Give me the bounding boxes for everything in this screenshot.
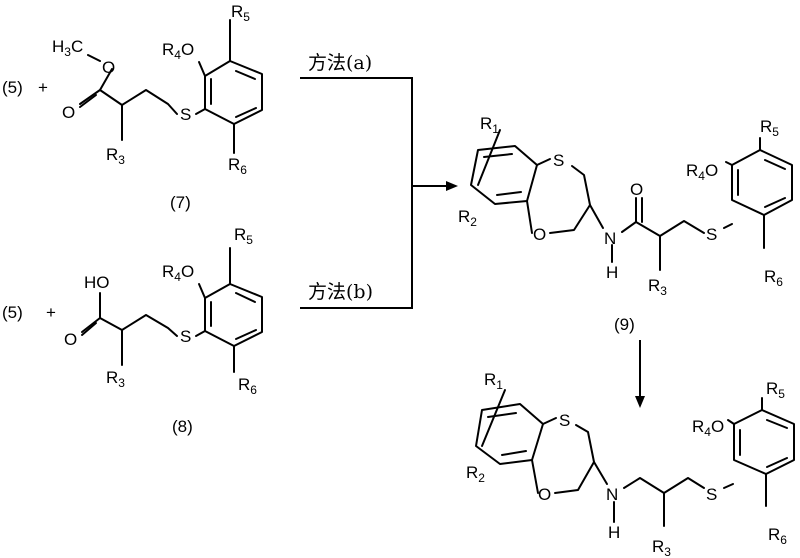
compound-7-reaction: (5) + H3C O O S R3 R5 R4O R6 (7)	[2, 2, 263, 212]
carbonyl-double-bond	[79, 94, 97, 108]
compound-8-id: (8)	[172, 417, 193, 436]
r3-label-8: R3	[106, 368, 125, 390]
substituent-line-product	[481, 389, 506, 447]
amide-hydrogen-9: H	[606, 263, 618, 282]
reactant-5-label-top: (5)	[2, 78, 23, 97]
down-arrow	[635, 340, 645, 408]
acid-carbonyl-double-bond	[81, 322, 97, 336]
methyl-label: H3C	[52, 37, 83, 59]
plus-sign-top: +	[38, 78, 48, 97]
benzo-double-bonds-product	[487, 412, 527, 456]
compound-8-reaction: (5) + HO O S R3 R5 R4O R6 (8)	[2, 225, 263, 436]
carbonyl-oxygen: O	[62, 103, 75, 122]
amine-hydrogen-product: H	[608, 523, 620, 542]
benzene-double-bonds	[210, 70, 257, 118]
benzene-double-bonds-product	[739, 419, 788, 468]
r4o-label: R4O	[162, 40, 194, 62]
ring-oxygen-product: O	[538, 485, 551, 504]
thioether-sulfur-8: S	[180, 327, 191, 346]
thioether-sulfur-9: S	[706, 225, 717, 244]
ring-oxygen-9: O	[533, 225, 546, 244]
r5-label-8: R5	[234, 225, 253, 247]
hydroxyl-label: HO	[84, 273, 110, 292]
reactant-5-label-bottom: (5)	[2, 303, 23, 322]
method-a-label: 方法(a)	[308, 52, 372, 74]
r2-label-9: R2	[458, 207, 477, 229]
ether-bond	[198, 61, 206, 77]
r5-label: R5	[231, 2, 250, 24]
r6-label-8: R6	[238, 375, 257, 397]
r1-label-product: R1	[484, 370, 503, 392]
ring-sulfur-9: S	[553, 151, 564, 170]
amine-nitrogen-product: N	[606, 485, 618, 504]
r4o-label-product: R4O	[692, 417, 724, 439]
benzene-ring-9	[731, 149, 793, 216]
r3-label-product: R3	[652, 537, 671, 558]
r5-label-product: R5	[766, 379, 785, 401]
r4o-label-8: R4O	[162, 262, 194, 284]
s-aryl-bond	[195, 108, 206, 115]
bracket-lines	[300, 77, 413, 309]
r4o-label-9: R4O	[686, 161, 718, 183]
r6-label: R6	[228, 155, 247, 177]
amide-chain-9	[621, 220, 705, 237]
ether-bond-8	[198, 283, 206, 299]
amide-carbonyl-9	[635, 197, 643, 223]
benzene-ring	[204, 60, 263, 125]
benzene-ring-product	[733, 409, 795, 475]
benzene-double-bonds-8	[210, 292, 257, 340]
acid-carbonyl-oxygen: O	[64, 330, 77, 349]
acid-carbonyl-bond	[81, 317, 101, 333]
thioether-sulfur-product: S	[706, 485, 717, 504]
carbonyl-bond	[79, 89, 101, 105]
merge-arrows: 方法(a) 方法(b)	[300, 52, 458, 309]
ring-sulfur-product: S	[559, 411, 570, 430]
compound-7-id: (7)	[170, 193, 191, 212]
benzene-ring-8	[204, 283, 263, 347]
compound-9: R1 R2 S O N H O S R3 R5 R4O R6 (9)	[458, 114, 793, 334]
substituent-line-9	[477, 129, 501, 186]
plus-sign-bottom: +	[46, 303, 56, 322]
s-aryl-bond-product	[723, 483, 734, 489]
r2-label-product: R2	[466, 463, 485, 485]
benzene-double-bonds-9	[737, 159, 786, 208]
down-arrowhead	[635, 396, 645, 408]
r6-label-product: R6	[768, 525, 787, 547]
r3-label-9: R3	[648, 276, 667, 298]
amide-n-bond	[589, 204, 604, 229]
thioether-sulfur: S	[180, 105, 191, 124]
amine-n-bond	[593, 461, 608, 485]
ester-chain-bonds	[87, 54, 178, 115]
r5-label-9: R5	[760, 117, 779, 139]
s-aryl-bond-8	[195, 330, 206, 337]
r1-label-9: R1	[480, 114, 499, 136]
benzo-double-bonds-9	[483, 153, 522, 196]
r3-label: R3	[106, 145, 125, 167]
compound-9-id: (9)	[614, 315, 635, 334]
ether-bond-product	[727, 419, 735, 425]
amine-chain-product	[623, 477, 705, 494]
ether-bond-9	[725, 161, 733, 166]
ester-oxygen: O	[102, 58, 115, 77]
final-product: R1 R2 S O N H S R3 R5 R4O R6	[466, 370, 795, 558]
r6-label-9: R6	[764, 267, 783, 289]
method-b-label: 方法(b)	[308, 281, 373, 303]
s-aryl-bond-9	[723, 223, 733, 229]
forward-arrowhead	[446, 181, 458, 191]
amide-oxygen-9: O	[630, 180, 643, 199]
amide-nitrogen-9: N	[604, 229, 616, 248]
acid-chain-bonds	[99, 292, 178, 337]
